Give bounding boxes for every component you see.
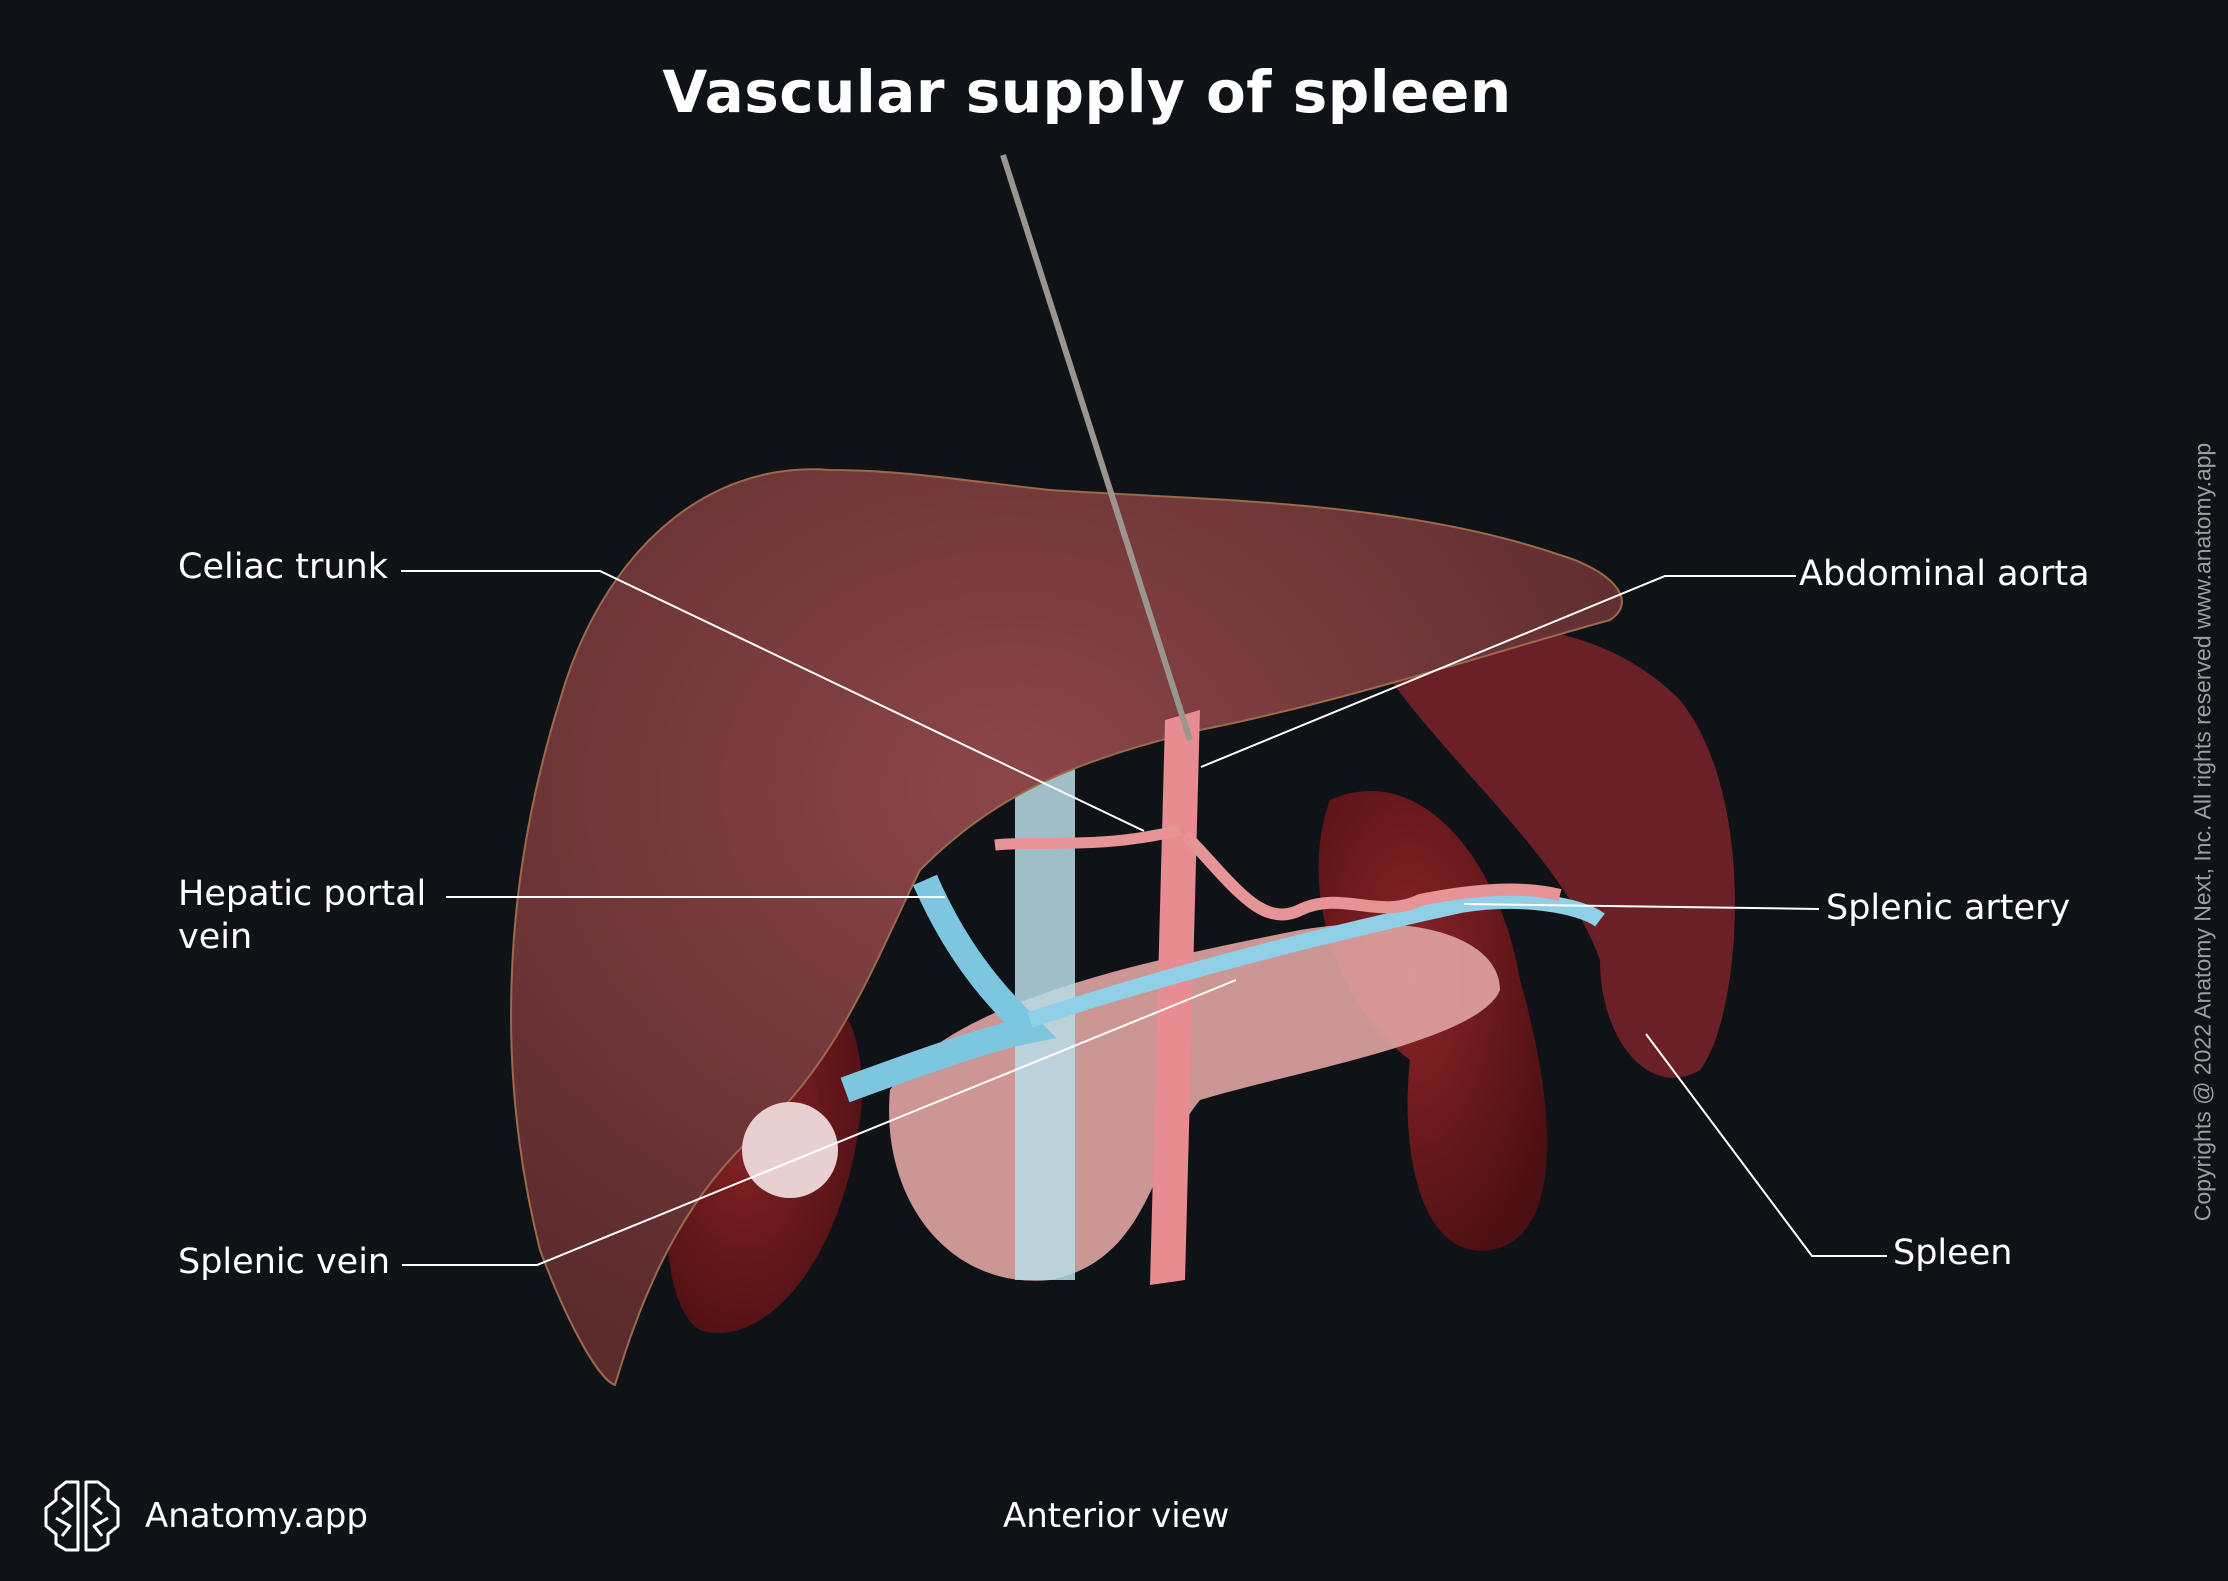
- label-celiac-trunk: Celiac trunk: [178, 547, 388, 587]
- abdominal-aorta: [1150, 710, 1200, 1285]
- leader-splenic-vein: [402, 979, 1237, 1266]
- label-line-2: vein: [178, 917, 253, 957]
- hepatic-portal-vein: [840, 874, 1057, 1103]
- brand-name: Anatomy.app: [145, 1496, 368, 1536]
- view-label: Anterior view: [1003, 1496, 1230, 1536]
- gallbladder: [742, 1102, 838, 1198]
- copyright-text: Copyrights @ 2022 Anatomy Next, Inc. All…: [2189, 442, 2216, 1222]
- liver: [510, 468, 1623, 1387]
- page-title: Vascular supply of spleen: [662, 58, 1512, 126]
- label-spleen: Spleen: [1893, 1233, 2013, 1273]
- celiac-branch: [994, 824, 1182, 851]
- label-splenic-vein: Splenic vein: [178, 1242, 391, 1282]
- label-abdominal-aorta: Abdominal aorta: [1799, 554, 2090, 594]
- probe: [1000, 154, 1193, 741]
- label-line-1: Hepatic portal: [178, 874, 427, 914]
- leader-spleen: [1645, 1033, 1887, 1257]
- splenic-artery: [1180, 830, 1562, 921]
- brain-logo-icon: [44, 1480, 120, 1552]
- leader-celiac-trunk: [401, 570, 1145, 832]
- leader-splenic-artery: [1463, 903, 1820, 910]
- spleen: [1370, 627, 1735, 1078]
- leader-abdominal-aorta: [1200, 575, 1796, 768]
- label-hepatic-portal-vein: Hepatic portal vein: [178, 873, 426, 959]
- label-splenic-artery: Splenic artery: [1826, 888, 2071, 928]
